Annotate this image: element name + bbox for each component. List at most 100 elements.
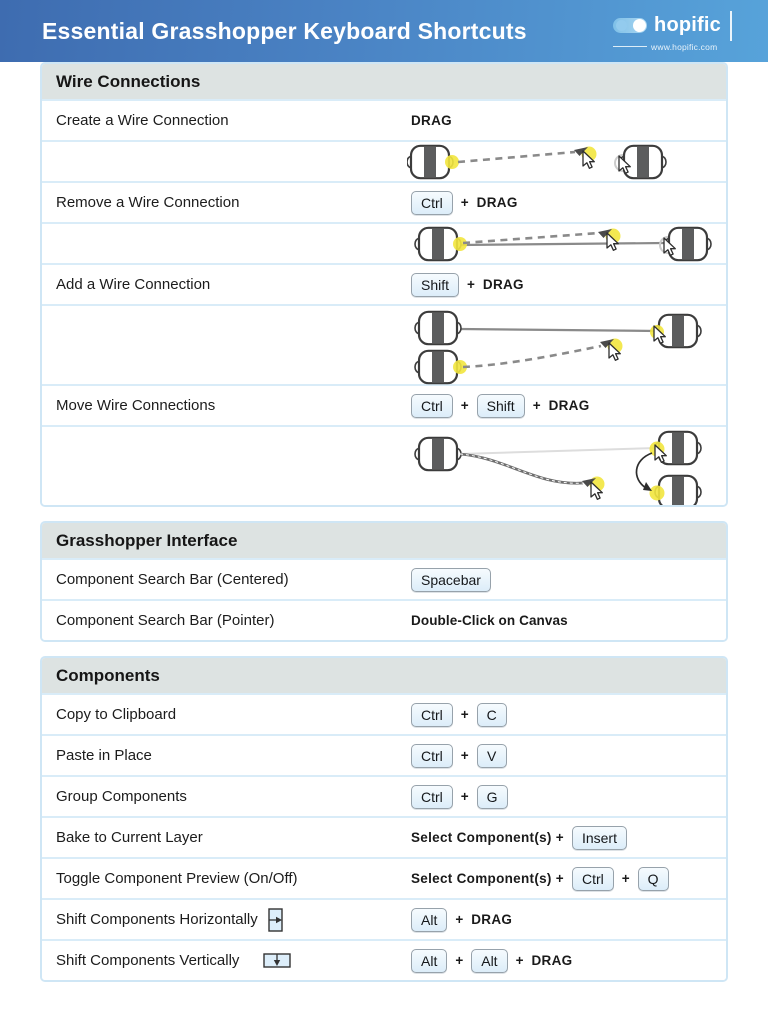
drag-create-wire-illustration [407,144,668,180]
row-label: Shift Components Vertically [42,952,411,969]
shortcut-text: Select Component(s) + [411,830,564,845]
section-title: Grasshopper Interface [56,530,238,550]
row-shortcut: Select Component(s) + Ctrl + Q [411,866,726,891]
illustration-row [42,304,726,385]
logo-caret-bar [730,10,732,41]
table-row: Group Components Ctrl + G [42,775,726,816]
keycap: Shift [476,393,525,418]
section-title: Components [56,665,160,685]
keycap: Ctrl [411,393,453,418]
plus-sign: + [532,398,541,413]
toggle-pill-icon [613,18,648,33]
illustration-row [42,140,726,181]
row-shortcut: Select Component(s) + Insert [411,825,726,850]
plus-sign: + [455,912,464,927]
row-label: Remove a Wire Connection [56,194,240,211]
table-row: Component Search Bar (Pointer) Double-Cl… [42,599,726,640]
plus-sign: + [460,748,469,763]
keycap: Alt [411,948,448,973]
row-label: Add a Wire Connection [56,276,211,293]
section-header: Wire Connections [42,64,726,99]
shortcut-text: DRAG [531,953,573,968]
table-row: Paste in Place Ctrl + V [42,734,726,775]
keycap: Alt [471,948,508,973]
logo-url: www.hopific.com [651,41,718,52]
row-shortcut: Double-Click on Canvas [411,613,726,628]
row-label: Component Search Bar (Pointer) [56,612,275,629]
row-shortcut: Ctrl + DRAG [411,190,726,215]
plus-sign: + [460,707,469,722]
keycap: Q [637,866,669,891]
row-label: Shift Components Horizontally [42,907,411,932]
shortcut-text: DRAG [476,195,518,210]
logo-text: hopific [654,14,721,36]
row-shortcut: Alt + DRAG [411,907,726,932]
shortcut-text: Double-Click on Canvas [411,613,568,628]
keycap: Ctrl [411,784,453,809]
table-row: Component Search Bar (Centered) Spacebar [42,558,726,599]
row-label: Copy to Clipboard [56,706,177,723]
table-row: Bake to Current Layer Select Component(s… [42,816,726,857]
row-label-text: Shift Components Horizontally [56,911,258,928]
keycap: G [476,784,508,809]
row-shortcut: Ctrl + V [411,743,726,768]
keycap: Insert [571,825,627,850]
page-header: Essential Grasshopper Keyboard Shortcuts… [0,0,768,62]
shortcut-text: DRAG [411,113,452,128]
row-shortcut: Ctrl + Shift + DRAG [411,393,726,418]
keycap: Ctrl [571,866,614,891]
section-wire-connections: Wire Connections Create a Wire Connectio… [40,62,728,507]
illustration-row [42,222,726,263]
row-shortcut: Ctrl + G [411,784,726,809]
shift-horizontal-icon [268,907,284,932]
row-shortcut: Spacebar [411,567,726,592]
shortcut-text: DRAG [548,398,590,413]
section-header: Components [42,658,726,693]
table-row: Copy to Clipboard Ctrl + C [42,693,726,734]
keycap: Alt [411,907,448,932]
illustration-row [42,425,726,505]
keycap: Ctrl [411,190,453,215]
plus-sign: + [621,871,630,886]
section-header: Grasshopper Interface [42,523,726,558]
row-shortcut: DRAG [411,113,726,128]
drag-add-wire-illustration [413,310,703,385]
shortcut-text: Select Component(s) + [411,871,564,886]
keycap: Ctrl [411,702,453,727]
section-title: Wire Connections [56,71,201,91]
table-row: Remove a Wire Connection Ctrl + DRAG [42,181,726,222]
shortcut-text: DRAG [471,912,513,927]
shift-vertical-icon [263,953,292,968]
table-row: Shift Components Horizontally Alt + DRAG [42,898,726,939]
table-row: Shift Components Vertically Alt + Alt + … [42,939,726,980]
row-label: Move Wire Connections [56,397,216,414]
keycap: Shift [411,272,460,297]
keycap: Spacebar [411,567,491,592]
page-title: Essential Grasshopper Keyboard Shortcuts [42,17,527,44]
row-label-text: Shift Components Vertically [56,952,240,969]
drag-move-wire-illustration [413,430,703,505]
drag-remove-wire-illustration [413,226,713,262]
row-shortcut: Ctrl + C [411,702,726,727]
plus-sign: + [460,789,469,804]
plus-sign: + [460,398,469,413]
row-label: Create a Wire Connection [56,112,229,129]
row-label: Bake to Current Layer [56,829,203,846]
table-row: Toggle Component Preview (On/Off) Select… [42,857,726,898]
keycap: Ctrl [411,743,453,768]
row-label: Paste in Place [56,747,152,764]
plus-sign: + [467,277,475,292]
keycap: V [476,743,507,768]
row-label: Group Components [56,788,187,805]
hopific-logo: hopific www.hopific.com [613,10,732,52]
row-label: Toggle Component Preview (On/Off) [56,870,298,887]
table-row: Add a Wire Connection Shift + DRAG [42,263,726,304]
table-row: Create a Wire Connection DRAG [42,99,726,140]
row-label: Component Search Bar (Centered) [56,571,289,588]
keycap: C [476,702,507,727]
row-shortcut: Alt + Alt + DRAG [411,948,726,973]
section-components: Components Copy to Clipboard Ctrl + C Pa… [40,656,728,982]
section-grasshopper-interface: Grasshopper Interface Component Search B… [40,521,728,642]
plus-sign: + [460,195,469,210]
